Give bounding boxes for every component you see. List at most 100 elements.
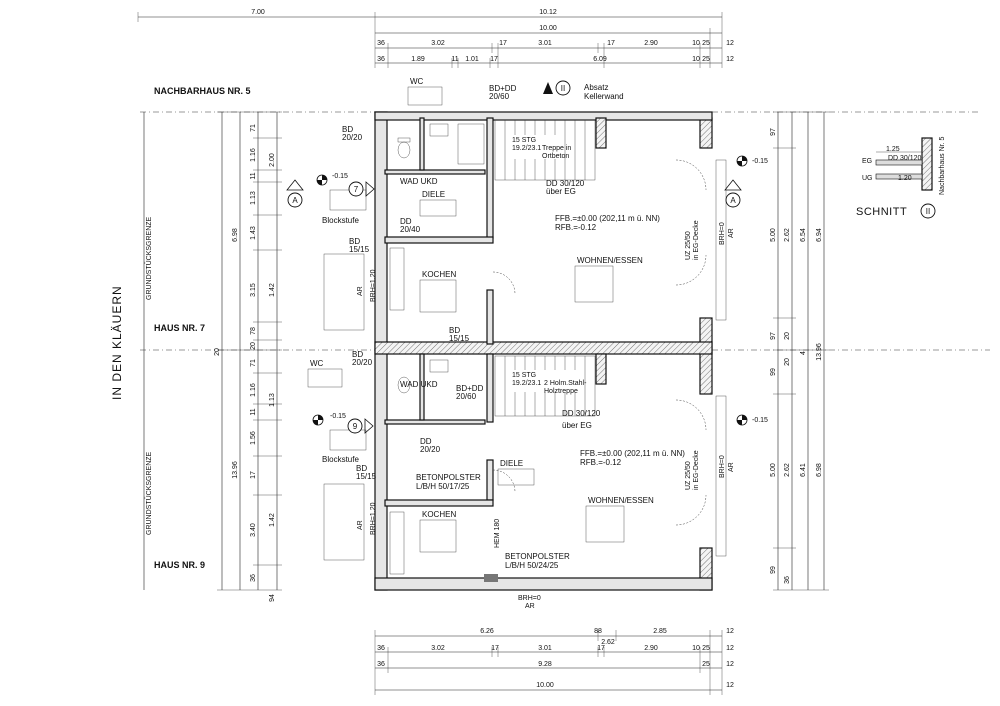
dim-bot-4-1: 12: [726, 682, 734, 689]
label-haus9: HAUS NR. 9: [154, 560, 205, 570]
dim-left-4: 2.00: [269, 153, 276, 167]
dim-left-10: 20: [250, 342, 257, 350]
uz-bottom2: in EG-Decke: [693, 450, 700, 490]
ar-kitchen-top: AR: [357, 286, 364, 296]
uz-top: UZ 25/50: [685, 231, 692, 260]
treppe-top2: Ortbeton: [542, 153, 569, 160]
dim-bot-1-1: 88: [594, 628, 602, 635]
dim-right-15: 99: [770, 566, 777, 574]
room-wc-lower: WC: [310, 359, 324, 368]
bottom-dimension-chains: 6.26 88 2.85 12 2.62 36 3.02 17 3.01 17 …: [374, 628, 734, 695]
left-area: NACHBARHAUS NR. 5 HAUS NR. 7 HAUS NR. 9 …: [110, 86, 990, 602]
dim-top-4-8: 12: [726, 56, 734, 63]
blockstufe-top: Blockstufe: [322, 216, 359, 225]
ffb-top: FFB.=±0.00 (202,11 m ü. NN): [555, 214, 660, 223]
uz-bottom: UZ 25/50: [685, 461, 692, 490]
dim-right-14: 6.98: [816, 463, 823, 477]
markers: A A 7 9 II -0.15 -0.15: [286, 80, 768, 434]
room-wohnen-lower: WOHNEN/ESSEN: [588, 496, 654, 505]
marker-a-right: A: [730, 196, 736, 205]
dim-bot-2-3: 3.01: [538, 645, 552, 652]
dim-top-4-6: 10: [692, 56, 700, 63]
section-d120: 1.20: [898, 175, 912, 182]
bd-dd-low-val: 20/60: [456, 392, 477, 401]
bd-low: BD: [352, 350, 363, 359]
dim-top-4-2: 11: [451, 56, 458, 63]
dim-right-0: 97: [770, 128, 777, 136]
holm-bottom: 2 Holm.Stahl-: [544, 380, 587, 387]
dim-right-4: 6.94: [816, 228, 823, 242]
uz-top2: in EG-Decke: [693, 220, 700, 260]
brh0-top: BRH=0: [719, 222, 726, 245]
treppe-top: Treppe in: [542, 145, 571, 152]
house-walls: [374, 111, 713, 591]
kellerwand: Kellerwand: [584, 92, 624, 101]
marker-a-left: A: [292, 196, 298, 205]
dim-left-11: 71: [250, 359, 257, 367]
level-2: -0.15: [752, 158, 768, 165]
dim-bot-2-2: 17: [491, 645, 499, 652]
section-title: SCHNITT: [856, 206, 907, 218]
betonpolster-2-val: L/B/H 50/24/25: [505, 561, 559, 570]
dim-bot-1-0: 6.26: [480, 628, 494, 635]
dim-right-2: 2.62: [784, 228, 791, 242]
level-marker-2: -0.15: [736, 155, 768, 167]
brh0-bottom-wall: BRH=0: [518, 595, 541, 602]
dim-top-4-0: 36: [377, 56, 385, 63]
section-nachbarhaus: Nachbarhaus Nr. 5: [939, 137, 946, 195]
dim-bot-2-6: 10: [692, 645, 700, 652]
marker-ii-top: II: [561, 84, 565, 93]
dim-top-1a: 7.00: [251, 9, 265, 16]
dim-left-22: 94: [269, 594, 276, 602]
dim-top-3-3: 3.01: [538, 40, 552, 47]
ffb-bottom: FFB.=±0.00 (202,11 m ü. NN): [580, 449, 685, 458]
dim-right-6: 20: [784, 332, 791, 340]
ar-kitchen-bottom: AR: [357, 520, 364, 530]
room-labels-upper: WC WAD UKD DIELE KOCHEN WOHNEN/ESSEN DD …: [322, 77, 735, 343]
dim-top-3-1: 3.02: [431, 40, 445, 47]
dim-top-3-5: 2.90: [644, 40, 658, 47]
holm-bottom2: Holztreppe: [544, 388, 578, 395]
room-wad-upper: WAD UKD: [400, 177, 438, 186]
dim-right-9: 4: [800, 351, 807, 355]
dim-bot-3-1: 9.28: [538, 661, 552, 668]
bd-dd-low: BD+DD: [456, 384, 484, 393]
section-ii-detail: EG UG 1.25 DD 30/120 1.20 Nachbarhaus Nr…: [856, 137, 946, 219]
dim-bot-1-3: 12: [726, 628, 734, 635]
level-marker-1: -0.15: [316, 173, 348, 186]
dim-left-19: 1.42: [269, 513, 276, 527]
section-num: II: [926, 207, 930, 216]
dim-bot-3-0: 36: [377, 661, 385, 668]
dim-left-12: 1.16: [250, 383, 257, 397]
dim-bot-2-4: 17: [597, 645, 605, 652]
hem-label: HEM 180: [494, 519, 501, 548]
label-grenze-top: GRUNDSTÜCKSGRENZE: [145, 216, 153, 300]
dim-top-4-7: 25: [702, 56, 710, 63]
label-haus7: HAUS NR. 7: [154, 323, 205, 333]
dim-bot-2-0: 36: [377, 645, 385, 652]
dim-left-7: 1.42: [269, 283, 276, 297]
dim-left-14: 1.56: [250, 431, 257, 445]
dim-left-24: 6.98: [232, 228, 239, 242]
ar-top: AR: [728, 228, 735, 238]
dim-left-3: 1.13: [250, 191, 257, 205]
dim-right-13: 6.41: [800, 463, 807, 477]
brh0-bottom: BRH=0: [719, 455, 726, 478]
dim-top-2a: 10.00: [539, 25, 557, 32]
room-kochen-lower: KOCHEN: [422, 510, 456, 519]
dd-stair-bottom: DD 30/120: [562, 409, 601, 418]
dim-top-1b: 10.12: [539, 9, 557, 16]
dim-left-6: 3.15: [250, 283, 257, 297]
bd-mid2-val: 15/15: [449, 334, 470, 343]
dim-right-7: 99: [770, 368, 777, 376]
betonpolster-1: BETONPOLSTER: [416, 473, 481, 482]
dim-top-4-1: 1.89: [411, 56, 425, 63]
dim-right-11: 5.00: [770, 463, 777, 477]
room-kochen-upper: KOCHEN: [422, 270, 456, 279]
dd-stair-top2: über EG: [546, 187, 576, 196]
level-4: -0.15: [752, 417, 768, 424]
room-wohnen-upper: WOHNEN/ESSEN: [577, 256, 643, 265]
dim-top-3-6: 10: [692, 40, 700, 47]
dim-top-3-8: 12: [726, 40, 734, 47]
